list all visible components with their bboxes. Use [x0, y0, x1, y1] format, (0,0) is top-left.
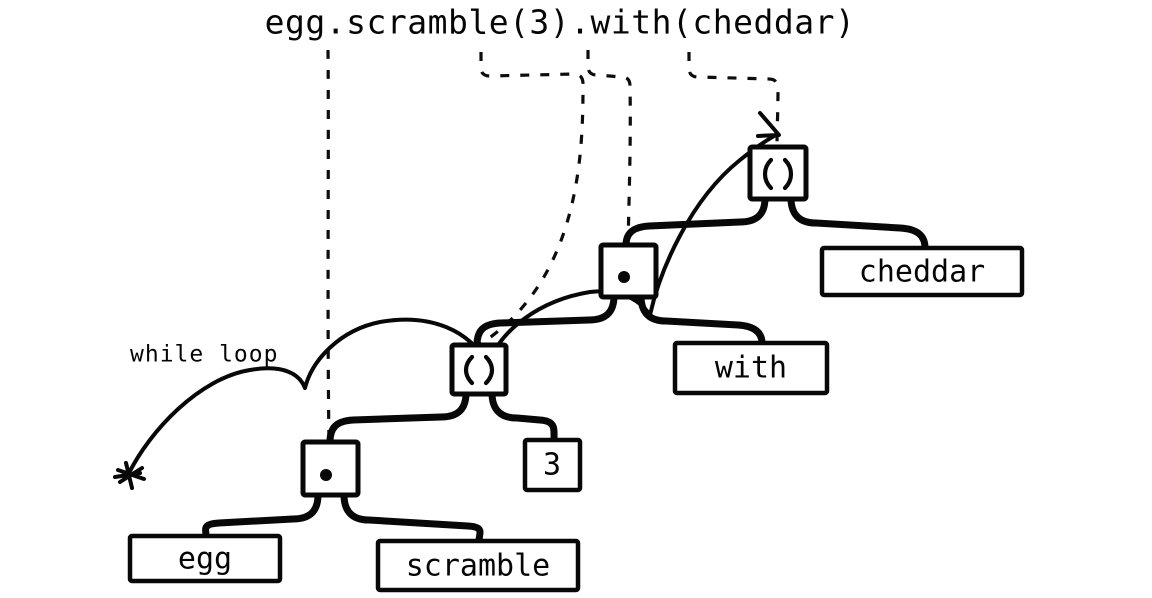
leader-line-apply-top — [687, 52, 780, 148]
edge-apply-mid-to-three — [488, 389, 558, 444]
node-with[interactable]: with — [672, 340, 830, 396]
node-dot-lower[interactable]: • — [0, 0, 361, 498]
node-egg[interactable]: egg — [127, 533, 283, 584]
dot-glyph-upper — [618, 271, 630, 283]
node-cheddar-label: cheddar — [859, 255, 985, 290]
edge-apply-top-to-cheddar — [787, 194, 929, 252]
node-three-label: 3 — [543, 448, 561, 483]
while-loop-arrow — [126, 132, 780, 477]
node-dot-upper[interactable]: • — [0, 0, 659, 300]
paren-close-icon — [782, 157, 794, 191]
node-egg-label: egg — [178, 542, 232, 577]
edge-dot-upper-to-with — [637, 292, 766, 347]
node-apply-top[interactable]: () — [0, 0, 809, 202]
leader-line-dot-upper — [586, 50, 632, 246]
paren-open-icon — [762, 157, 774, 191]
edge-dot-lower-to-scramble — [340, 491, 484, 545]
edge-dot-upper-to-apply-mid — [473, 292, 618, 349]
leader-lines-group — [326, 49, 780, 443]
edge-dot-lower-to-egg — [202, 491, 322, 540]
node-cheddar[interactable]: cheddar — [819, 245, 1025, 298]
node-apply-mid[interactable]: () — [0, 0, 509, 397]
while-loop-arrowhead — [756, 111, 781, 138]
node-three[interactable]: 3 — [522, 437, 583, 493]
node-with-label: with — [715, 351, 787, 386]
edge-apply-top-to-dot-upper — [622, 194, 769, 249]
while-loop-annotation: while loop — [130, 342, 278, 368]
node-scramble[interactable]: scramble — [375, 538, 581, 593]
page-title: egg.scramble(3).with(cheddar) — [265, 3, 856, 42]
node-scramble-label: scramble — [406, 549, 551, 584]
leader-line-dot-lower — [326, 49, 331, 443]
while-loop-arrow-group — [113, 111, 781, 490]
paren-open-icon-mid — [463, 354, 475, 386]
leader-line-apply-mid — [478, 52, 585, 347]
while-loop-arrow-tail — [113, 461, 146, 490]
edge-apply-mid-to-dot-lower — [326, 389, 470, 446]
tree-edges-group — [202, 194, 929, 545]
dot-glyph-lower — [320, 469, 332, 481]
paren-close-icon-mid — [483, 354, 495, 386]
